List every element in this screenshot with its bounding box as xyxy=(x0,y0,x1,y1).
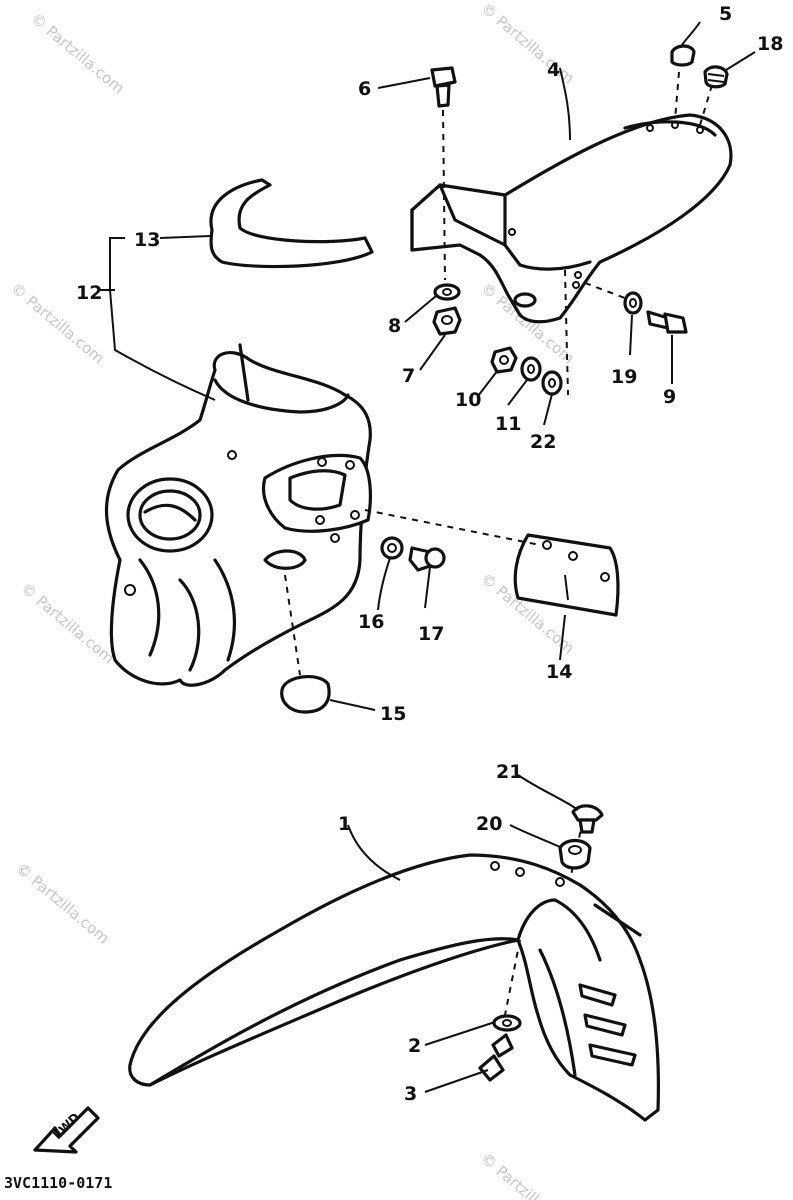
band-strap-part xyxy=(209,178,374,269)
watermark: © Partzilla.com xyxy=(17,579,117,667)
callout-18: 18 xyxy=(757,33,783,55)
collar-part-16 xyxy=(380,536,404,560)
grommet-part-15 xyxy=(280,574,331,714)
cap-part-5 xyxy=(670,44,696,67)
callout-20: 20 xyxy=(476,813,502,835)
callout-2: 2 xyxy=(408,1035,421,1057)
leader-lines xyxy=(100,21,756,1093)
watermark: © Partzilla.com xyxy=(12,859,112,947)
callout-22: 22 xyxy=(530,431,556,453)
nut-part-10 xyxy=(490,346,518,374)
bolt-part-3 xyxy=(478,1033,514,1082)
callout-3: 3 xyxy=(404,1083,417,1105)
rear-fender-part-4 xyxy=(410,59,733,324)
washer-part-2 xyxy=(492,1014,522,1032)
callout-12: 12 xyxy=(76,282,102,304)
callout-14: 14 xyxy=(546,661,572,683)
bracket-plate-part-14 xyxy=(364,509,620,617)
nut-part-7 xyxy=(432,306,462,336)
callout-1: 1 xyxy=(338,813,351,835)
callout-21: 21 xyxy=(496,761,522,783)
callout-7: 7 xyxy=(402,365,415,387)
callout-4: 4 xyxy=(547,59,560,81)
callout-13: 13 xyxy=(134,229,160,251)
washer-part-8 xyxy=(433,283,461,301)
callout-15: 15 xyxy=(380,703,406,725)
grommet-part-20 xyxy=(558,838,592,870)
watermark: © Partzilla.com xyxy=(477,0,577,87)
callout-11: 11 xyxy=(495,413,521,435)
washer-part-22 xyxy=(541,370,563,396)
callout-6: 6 xyxy=(358,78,371,100)
watermark: © Partzilla.com xyxy=(477,1149,577,1200)
fwd-arrow-icon: FWD xyxy=(33,1106,100,1154)
washer-part-19 xyxy=(623,291,643,315)
front-fender-part-1 xyxy=(128,819,661,1122)
callout-9: 9 xyxy=(663,386,676,408)
callout-19: 19 xyxy=(611,366,637,388)
bolt-part-9 xyxy=(646,310,688,334)
diagram-code: 3VC1110-0171 xyxy=(4,1174,112,1192)
watermark: © Partzilla.com xyxy=(27,9,127,97)
callout-10: 10 xyxy=(455,389,481,411)
callouts: 1 2 3 4 5 6 7 8 9 10 11 12 13 14 15 16 1… xyxy=(76,3,783,1105)
bolt-part-17 xyxy=(408,546,446,572)
callout-8: 8 xyxy=(388,315,401,337)
cap-part-18 xyxy=(703,65,729,89)
bolt-part-6 xyxy=(430,66,457,281)
callout-16: 16 xyxy=(358,611,384,633)
callout-17: 17 xyxy=(418,623,444,645)
callout-5: 5 xyxy=(719,3,732,25)
front-cowl-part xyxy=(105,343,372,687)
washer-part-11 xyxy=(520,356,542,382)
